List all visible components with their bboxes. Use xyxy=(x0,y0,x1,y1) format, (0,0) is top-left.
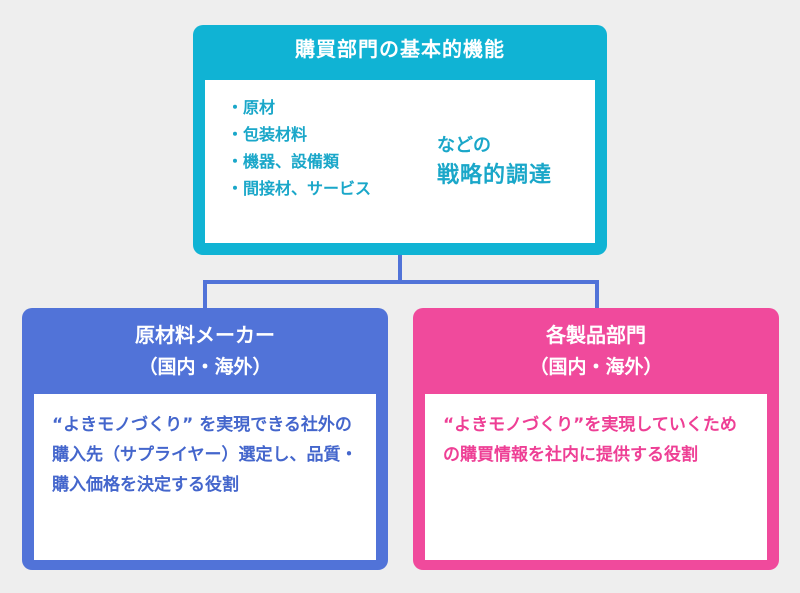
purchasing-function-title: 購買部門の基本的機能 xyxy=(295,37,505,61)
connector-vertical-left xyxy=(203,280,207,310)
connector-horizontal xyxy=(203,280,599,284)
product-division-content: “よきモノづくり”を実現していくための購買情報を社内に提供する役割 xyxy=(425,394,767,560)
purchasing-function-box: 購買部門の基本的機能 ・原材 ・包装材料 ・機器、設備類 ・間接材、サービス な… xyxy=(193,25,607,255)
procurement-item-list: ・原材 ・包装材料 ・機器、設備類 ・間接材、サービス xyxy=(227,94,371,202)
product-division-subtitle: （国内・海外） xyxy=(529,356,663,378)
list-item: ・包装材料 xyxy=(227,125,308,144)
product-division-title: 各製品部門 （国内・海外） xyxy=(413,308,779,380)
product-division-title-text: 各製品部門 xyxy=(546,323,646,347)
raw-material-maker-title: 原材料メーカー （国内・海外） xyxy=(22,308,388,380)
list-item: ・機器、設備類 xyxy=(227,152,340,171)
list-item: ・間接材、サービス xyxy=(227,179,372,198)
list-item: ・原材 xyxy=(227,98,276,117)
raw-material-maker-box: 原材料メーカー （国内・海外） “よきモノづくり” を実現できる社外の購入先（サ… xyxy=(22,308,388,570)
connector-vertical-right xyxy=(595,280,599,310)
strategy-line1: などの xyxy=(437,135,491,156)
connector-vertical-top xyxy=(398,255,402,282)
purchasing-function-content: ・原材 ・包装材料 ・機器、設備類 ・間接材、サービス などの 戦略的調達 xyxy=(205,80,595,243)
product-division-box: 各製品部門 （国内・海外） “よきモノづくり”を実現していくための購買情報を社内… xyxy=(413,308,779,570)
raw-material-maker-title-text: 原材料メーカー xyxy=(135,323,275,347)
raw-material-maker-description: “よきモノづくり” を実現できる社外の購入先（サプライヤー）選定し、品質・購入価… xyxy=(52,415,358,495)
strategy-line2: 戦略的調達 xyxy=(437,163,553,188)
raw-material-maker-subtitle: （国内・海外） xyxy=(138,356,272,378)
raw-material-maker-content: “よきモノづくり” を実現できる社外の購入先（サプライヤー）選定し、品質・購入価… xyxy=(34,394,376,560)
product-division-description: “よきモノづくり”を実現していくための購買情報を社内に提供する役割 xyxy=(443,415,737,465)
strategic-procurement-label: などの 戦略的調達 xyxy=(437,132,552,192)
